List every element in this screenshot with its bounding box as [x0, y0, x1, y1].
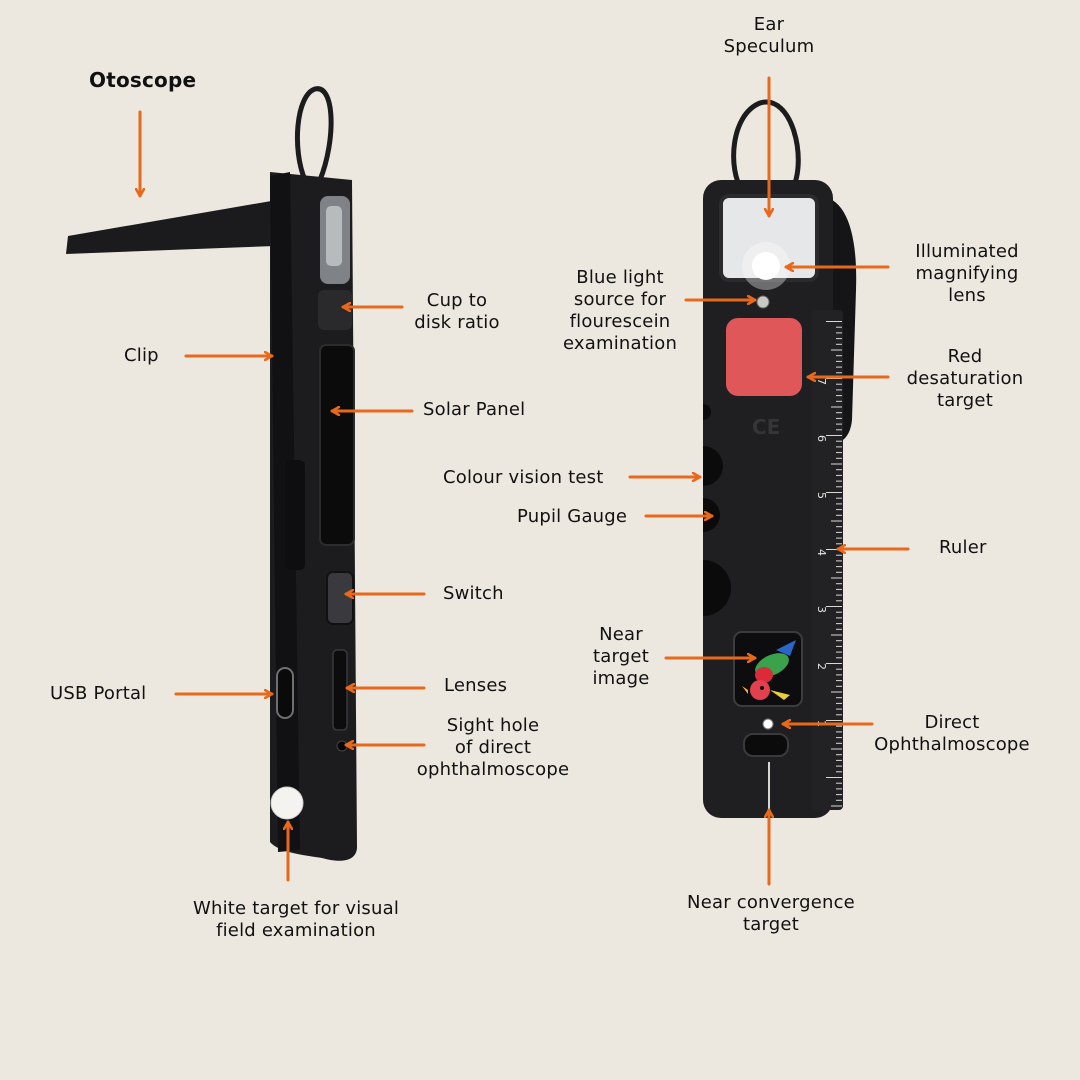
lanyard-loop-right	[731, 99, 801, 192]
label-lenses: Lenses	[444, 675, 508, 696]
side-view-device	[66, 86, 357, 861]
ruler-number: 7	[815, 378, 828, 385]
blue-light-source	[756, 295, 770, 309]
ce-mark: CE	[752, 415, 780, 439]
ruler-number: 4	[815, 549, 828, 556]
label-switch: Switch	[443, 583, 504, 604]
label-sight-hole: Sight hole of direct ophthalmoscope	[416, 715, 570, 780]
label-ruler: Ruler	[939, 537, 987, 558]
ruler-strip	[812, 310, 843, 810]
switch-button	[326, 571, 354, 625]
ruler-number: 2	[815, 663, 828, 670]
ophthalmoscope-hole	[762, 718, 774, 730]
red-desaturation-square	[726, 318, 802, 396]
label-direct-ophthalmoscope: Direct Ophthalmoscope	[874, 712, 1030, 755]
label-near-convergence: Near convergence target	[687, 892, 855, 935]
cup-disk-emboss	[318, 290, 352, 330]
ruler-number: 6	[815, 435, 828, 442]
otoscope-cone	[66, 200, 277, 254]
label-near-target-image: Near target image	[592, 624, 650, 689]
ruler-number: 3	[815, 606, 828, 613]
label-cup-to-disk: Cup to disk ratio	[414, 290, 500, 333]
ophthalmoscope-slot	[743, 733, 789, 757]
ruler-number: 5	[815, 492, 828, 499]
white-target-dot	[270, 786, 304, 820]
label-red-desaturation: Red desaturation target	[906, 346, 1024, 411]
label-solar-panel: Solar Panel	[423, 399, 526, 420]
label-ear-speculum: Ear Speculum	[723, 14, 815, 57]
magnifier-light	[752, 252, 780, 280]
lanyard-loop-left	[294, 86, 334, 181]
label-white-target: White target for visual field examinatio…	[192, 898, 400, 941]
label-pupil-gauge: Pupil Gauge	[517, 506, 628, 527]
label-clip: Clip	[124, 345, 159, 366]
label-otoscope: Otoscope	[89, 68, 197, 92]
label-illuminated-lens: Illuminated magnifying lens	[915, 241, 1019, 306]
label-blue-light: Blue light source for flourescein examin…	[562, 267, 678, 354]
pupil-circle-4	[703, 560, 731, 616]
pupil-circle-2	[703, 446, 723, 486]
pupil-circle-1	[703, 404, 711, 420]
label-colour-vision: Colour vision test	[443, 467, 604, 488]
lenses-slot	[332, 649, 348, 731]
usb-port	[276, 667, 294, 719]
label-usb-portal: USB Portal	[50, 683, 147, 704]
solar-panel-slot	[319, 344, 355, 546]
callout-arrows	[140, 76, 910, 886]
parrot-icon	[742, 640, 796, 700]
